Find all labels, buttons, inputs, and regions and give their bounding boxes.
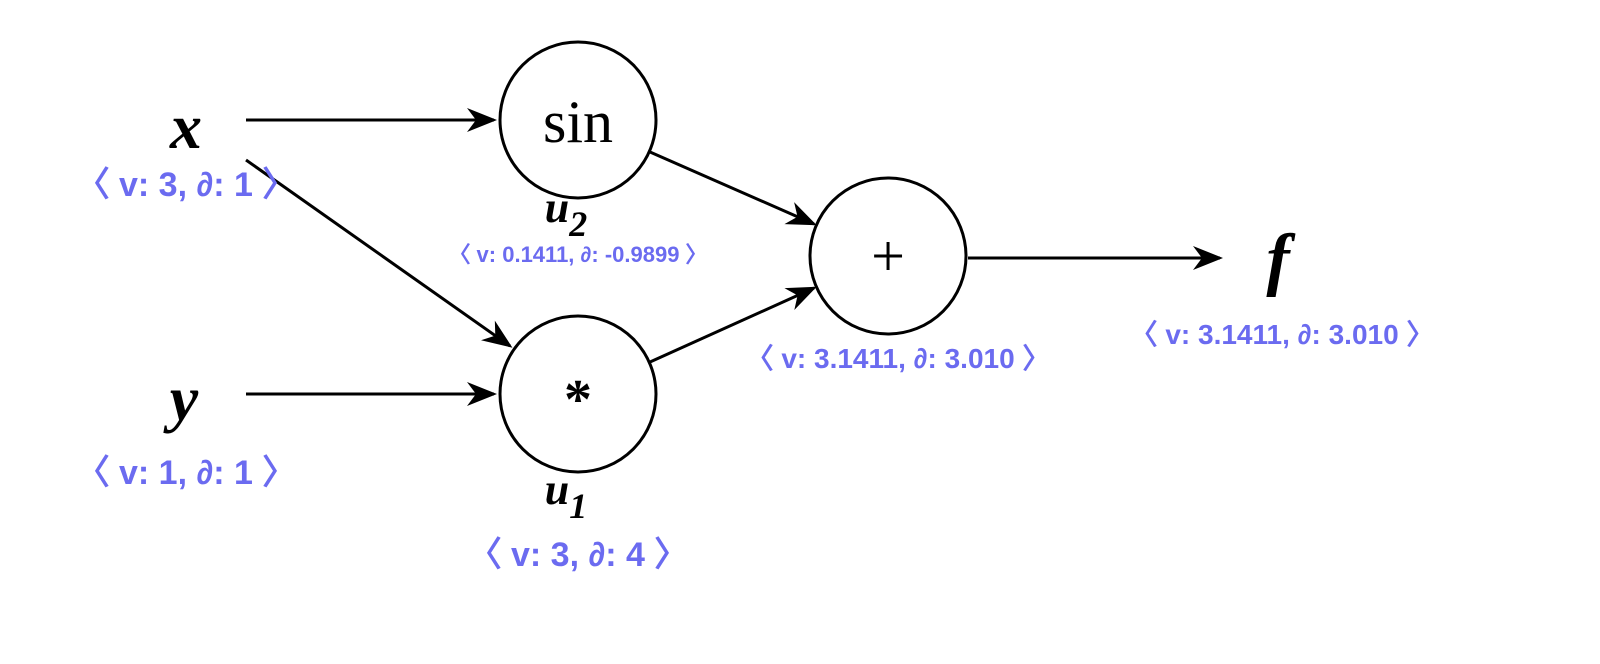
edge-mul-to-add (649, 286, 817, 364)
output-f-annotation: 〈 v: 3.1411, ∂: 3.010 〉 (1130, 319, 1435, 350)
input-x-annotation: 〈 v: 3, ∂: 1 〉 (76, 166, 297, 204)
sin-node-annotation: 〈 v: 0.1411, ∂: -0.9899 〉 (448, 242, 707, 267)
sin-node-op: sin (543, 89, 613, 155)
mul-node-name-base: u (545, 465, 569, 514)
mul-node (498, 314, 658, 474)
input-x-label: x (169, 91, 202, 162)
edge-x-to-mul (245, 158, 513, 348)
sin-node (498, 40, 658, 200)
sin-node-name-base: u (545, 183, 569, 232)
mul-node-subscript: 1 (569, 486, 587, 526)
add-node (808, 176, 968, 336)
mul-node-op: * (564, 369, 592, 431)
input-y-label: y (163, 363, 199, 434)
sin-node-subscript: 2 (568, 204, 587, 244)
mul-node-name: u1 (545, 465, 587, 526)
input-y-annotation: 〈 v: 1, ∂: 1 〉 (76, 454, 297, 492)
sin-node-name: u2 (545, 183, 587, 244)
mul-node-annotation: 〈 v: 3, ∂: 4 〉 (468, 536, 689, 574)
edge-sin-to-add (649, 150, 817, 226)
output-f-label: f (1266, 221, 1296, 298)
add-node-annotation: 〈 v: 3.1411, ∂: 3.010 〉 (746, 343, 1051, 374)
add-node-op: + (871, 223, 905, 289)
